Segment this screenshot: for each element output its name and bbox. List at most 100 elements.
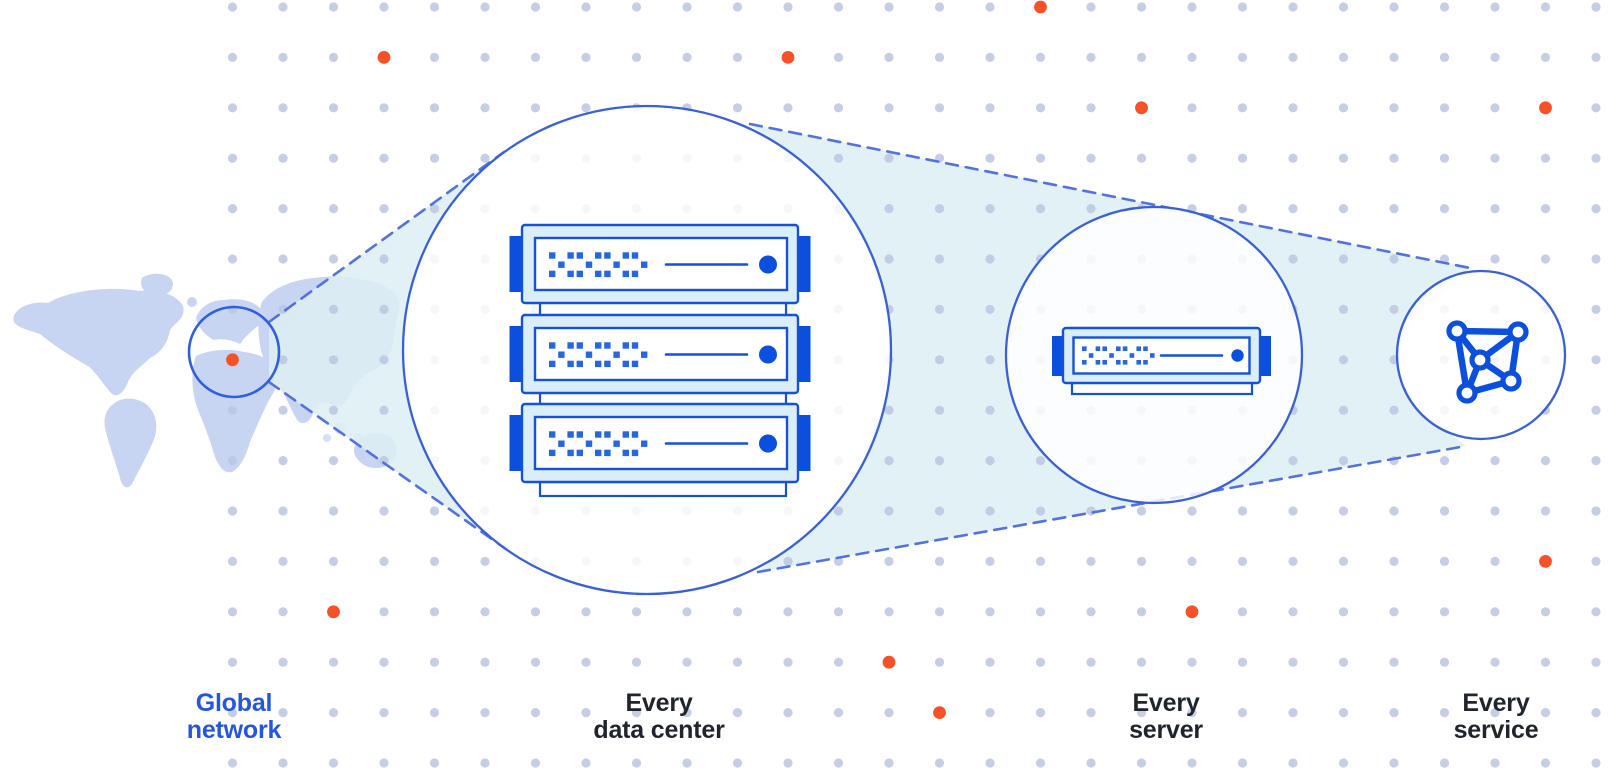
grid-dot xyxy=(631,657,642,667)
grid-dot xyxy=(985,204,995,214)
grid-dot xyxy=(1187,708,1197,718)
grid-dot xyxy=(1439,708,1450,718)
grid-dot xyxy=(1591,304,1601,314)
grid-dot xyxy=(328,657,339,667)
server-right-tab xyxy=(1259,336,1271,376)
grid-dot xyxy=(1035,153,1046,163)
grid-dot xyxy=(480,556,490,567)
grid-dot xyxy=(1035,52,1046,63)
orange-dot xyxy=(327,605,340,619)
grid-dot xyxy=(1136,506,1147,516)
grid-dot xyxy=(1540,506,1551,516)
grid-dot xyxy=(1288,153,1298,163)
grid-dot xyxy=(985,607,995,617)
grid-dot xyxy=(1439,607,1450,617)
grid-dot xyxy=(783,657,793,667)
grid-dot xyxy=(884,52,894,63)
grid-dot xyxy=(1338,506,1349,516)
mesh-node-bottom-left xyxy=(1456,382,1478,404)
grid-dot xyxy=(379,607,389,617)
grid-dot xyxy=(278,103,288,113)
grid-dot xyxy=(1187,2,1197,12)
grid-dot xyxy=(1237,204,1248,214)
grid-dot xyxy=(1439,758,1450,768)
grid-dot xyxy=(1288,556,1298,567)
grid-dot xyxy=(985,758,995,768)
grid-dot xyxy=(884,506,894,516)
grid-dot xyxy=(985,2,995,12)
grid-dot xyxy=(1035,556,1046,567)
grid-dot xyxy=(1136,153,1147,163)
grid-dot xyxy=(581,607,591,617)
server-unit-1 xyxy=(508,223,812,305)
grid-dot xyxy=(682,657,692,667)
grid-dot xyxy=(1389,2,1399,12)
grid-dot xyxy=(1540,254,1551,264)
grid-dot xyxy=(1086,607,1096,617)
grid-dot xyxy=(530,657,541,667)
grid-dot xyxy=(682,607,692,617)
grid-dot xyxy=(1288,758,1298,768)
grid-dot xyxy=(1237,506,1248,516)
grid-dot xyxy=(328,2,339,12)
grid-dot xyxy=(1288,708,1298,718)
grid-dot xyxy=(1389,52,1399,63)
grid-dot xyxy=(227,2,238,12)
grid-dot xyxy=(934,405,945,415)
grid-dot xyxy=(1086,52,1096,63)
grid-dot xyxy=(227,52,238,63)
grid-dot xyxy=(227,254,238,264)
server-unit-3 xyxy=(508,402,812,484)
grid-dot xyxy=(934,758,945,768)
grid-dot xyxy=(1439,657,1450,667)
server-left-tab xyxy=(1052,336,1064,376)
grid-dot xyxy=(227,657,238,667)
grid-dot xyxy=(631,708,642,718)
grid-dot xyxy=(985,556,995,567)
grid-dot xyxy=(682,2,692,12)
grid-dot xyxy=(530,607,541,617)
grid-dot xyxy=(1490,708,1500,718)
grid-dot xyxy=(1136,2,1147,12)
grid-dot xyxy=(985,52,995,63)
grid-dot xyxy=(1591,758,1601,768)
grid-dot xyxy=(328,758,339,768)
grid-dot xyxy=(1490,2,1500,12)
grid-dot xyxy=(328,304,339,314)
grid-dot xyxy=(1338,556,1349,567)
grid-dot xyxy=(1389,657,1399,667)
grid-dot xyxy=(480,758,490,768)
grid-dot xyxy=(328,153,339,163)
grid-dot xyxy=(379,456,389,466)
grid-dot xyxy=(1035,758,1046,768)
grid-dot xyxy=(1490,506,1500,516)
grid-dot xyxy=(278,304,288,314)
grid-dot xyxy=(884,607,894,617)
grid-dot xyxy=(1288,204,1298,214)
grid-dot xyxy=(833,657,844,667)
grid-dot xyxy=(328,708,339,718)
grid-dot xyxy=(1540,52,1551,63)
grid-dot xyxy=(429,607,440,617)
orange-dot xyxy=(377,51,391,64)
grid-dot xyxy=(1136,657,1147,667)
grid-dot xyxy=(328,103,339,113)
grid-dot xyxy=(379,657,389,667)
grid-dot xyxy=(1439,556,1450,567)
continent-south-america xyxy=(104,398,157,488)
grid-dot xyxy=(379,204,389,214)
grid-dot xyxy=(833,758,844,768)
grid-dot xyxy=(1591,556,1601,567)
grid-dot xyxy=(581,2,591,12)
grid-dot xyxy=(530,103,541,113)
grid-dot xyxy=(1389,758,1399,768)
grid-dot xyxy=(783,758,793,768)
grid-dot xyxy=(278,657,288,667)
grid-dot xyxy=(1187,657,1197,667)
grid-dot xyxy=(429,708,440,718)
grid-dot xyxy=(1136,52,1147,63)
grid-dot xyxy=(884,103,894,113)
grid-dot xyxy=(379,556,389,567)
grid-dot xyxy=(833,2,844,12)
grid-dot xyxy=(783,708,793,718)
